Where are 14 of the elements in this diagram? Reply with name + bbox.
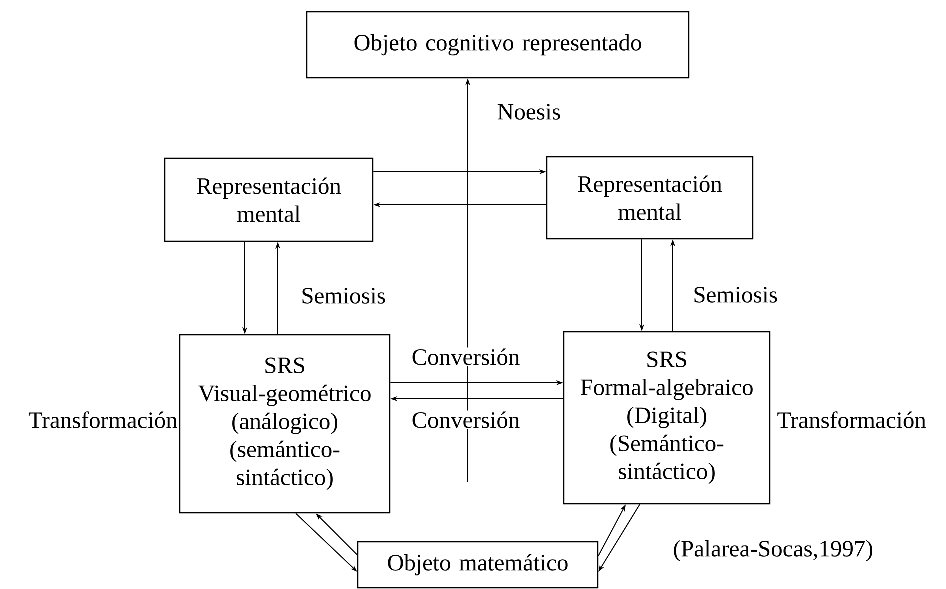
side-label: Transformación [28, 412, 178, 428]
edge-label: Semiosis [692, 286, 780, 304]
text-box: Representación mental [164, 158, 374, 242]
edge-label: Semiosis [300, 287, 388, 305]
edge-label: Noesis [496, 103, 562, 121]
edge-label: Conversión [410, 410, 522, 430]
text-box: SRS Visual-geométrico (análogico) (semántico-sintáctico) [179, 334, 391, 514]
side-label: Transformación [778, 412, 926, 428]
text-box: Objeto cognitivo representado [306, 11, 690, 79]
text-box: Objeto matemático [357, 541, 599, 589]
citation: (Palarea-Socas,1997) [674, 540, 872, 562]
edge-label: Conversión [410, 348, 522, 366]
text-box: SRS Formal-algebraico (Digital) (Semántico-sintáctico) [563, 331, 771, 505]
text-box: Representación mental [546, 156, 754, 240]
